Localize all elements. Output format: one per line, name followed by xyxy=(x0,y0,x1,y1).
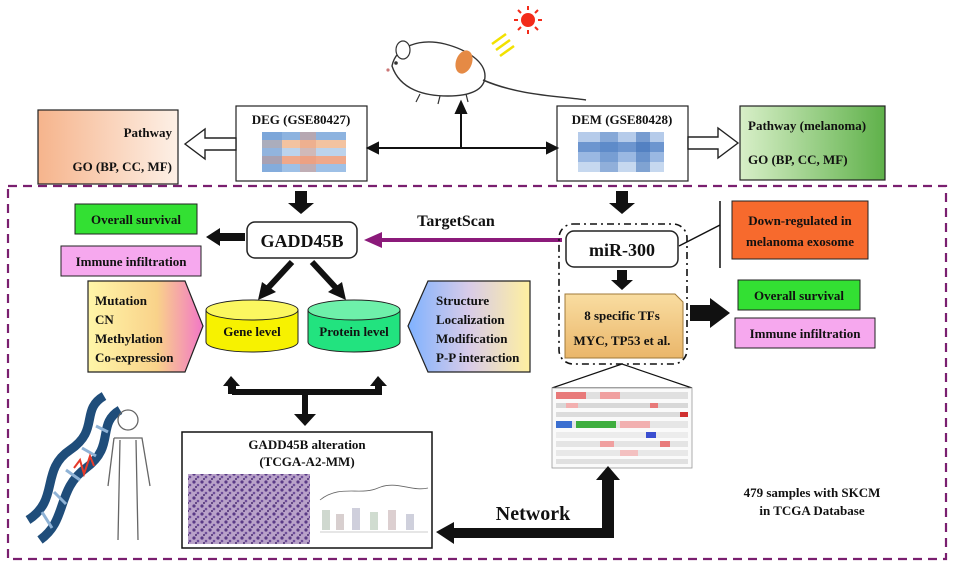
alteration-line2: (TCGA-A2-MM) xyxy=(259,454,354,469)
pathway-right-box: Pathway (melanoma) GO (BP, CC, MF) xyxy=(739,105,886,181)
exosome-line2: melanoma exosome xyxy=(746,234,854,249)
protein-level-cylinder: Protein level xyxy=(307,299,401,353)
cohort-line2: in TCGA Database xyxy=(759,503,864,518)
tf-box: 8 specific TFs MYC, TP53 et al. xyxy=(564,293,684,359)
protein-analysis-3: P-P interaction xyxy=(436,350,520,365)
pathway-left-box: Pathway GO (BP, CC, MF) xyxy=(37,109,179,185)
arrow-deg-to-gadd45b xyxy=(288,191,314,214)
deg-box: DEG (GSE80427) xyxy=(235,105,368,182)
arrow-gadd45b-to-outcomes xyxy=(206,228,245,246)
arrow-tfs-to-outcomes xyxy=(690,298,730,328)
exosome-connector xyxy=(678,201,721,268)
go-left-label: GO (BP, CC, MF) xyxy=(72,159,172,174)
mir300-box: miR-300 xyxy=(565,230,679,268)
gene-analysis-2: Methylation xyxy=(95,331,164,346)
gadd45b-branch-arrows xyxy=(258,259,346,300)
pathway-right-label: Pathway (melanoma) xyxy=(748,118,866,133)
deg-heatmap-icon xyxy=(262,132,346,172)
oncoprint-icon xyxy=(551,387,693,469)
analysis-region-border xyxy=(6,184,948,561)
immune-infiltration-right-label: Immune infiltration xyxy=(750,326,862,341)
sun-icon xyxy=(514,6,542,34)
overall-survival-left: Overall survival xyxy=(74,203,198,235)
gene-analysis-0: Mutation xyxy=(95,293,148,308)
exosome-box: Down-regulated in melanoma exosome xyxy=(731,200,869,260)
alteration-line1: GADD45B alteration xyxy=(248,437,366,452)
alteration-box: GADD45B alteration (TCGA-A2-MM) xyxy=(181,431,433,549)
targetscan-label: TargetScan xyxy=(417,213,495,230)
dem-heatmap-icon xyxy=(578,132,664,172)
mouse-icon xyxy=(386,40,587,105)
deg-dem-connector xyxy=(365,99,560,155)
immune-infiltration-left: Immune infiltration xyxy=(60,245,202,277)
arrow-mir300-to-tfs xyxy=(611,270,633,290)
arrow-dem-to-pathway xyxy=(687,126,740,160)
mir300-label: miR-300 xyxy=(589,240,655,260)
uv-rays-icon xyxy=(491,32,515,58)
arrow-deg-to-pathway xyxy=(183,127,237,161)
protein-level-label: Protein level xyxy=(319,324,389,339)
overall-survival-right: Overall survival xyxy=(737,279,861,311)
tf-line1: 8 specific TFs xyxy=(584,308,660,323)
overall-survival-left-label: Overall survival xyxy=(91,212,181,227)
gadd45b-label: GADD45B xyxy=(260,231,343,251)
human-silhouette-icon xyxy=(107,409,151,541)
protein-analysis-1: Localization xyxy=(436,312,505,327)
gene-analysis-3: Co-expression xyxy=(95,350,174,365)
targetscan-arrow xyxy=(364,232,562,248)
protein-analyses-box: Structure Localization Modification P-P … xyxy=(407,280,531,373)
gene-level-cylinder: Gene level xyxy=(205,299,299,353)
dna-helix-icon xyxy=(25,392,123,544)
gene-analyses-box: Mutation CN Methylation Co-expression xyxy=(87,280,204,373)
dem-box: DEM (GSE80428) xyxy=(556,105,689,182)
deg-label: DEG (GSE80427) xyxy=(252,112,351,127)
tf-line2: MYC, TP53 et al. xyxy=(574,333,671,348)
exosome-line1: Down-regulated in xyxy=(748,213,852,228)
immune-infiltration-right: Immune infiltration xyxy=(734,317,876,349)
pathway-left-label: Pathway xyxy=(124,125,173,140)
zoom-triangle xyxy=(551,363,693,389)
histology-image-icon xyxy=(188,474,310,544)
go-right-label: GO (BP, CC, MF) xyxy=(748,152,848,167)
arrow-dem-to-mir300 xyxy=(609,191,635,214)
protein-analysis-2: Modification xyxy=(436,331,508,346)
gene-analysis-1: CN xyxy=(95,312,114,327)
overall-survival-right-label: Overall survival xyxy=(754,288,844,303)
network-label: Network xyxy=(496,503,571,525)
dem-label: DEM (GSE80428) xyxy=(572,112,673,127)
cohort-line1: 479 samples with SKCM xyxy=(744,485,881,500)
survival-plots-icon xyxy=(319,484,429,533)
bracket-arrows xyxy=(223,376,387,426)
network-arrow xyxy=(436,466,620,544)
gadd45b-box: GADD45B xyxy=(246,221,358,259)
protein-analysis-0: Structure xyxy=(436,293,489,308)
immune-infiltration-left-label: Immune infiltration xyxy=(76,254,188,269)
gene-level-label: Gene level xyxy=(223,324,281,339)
